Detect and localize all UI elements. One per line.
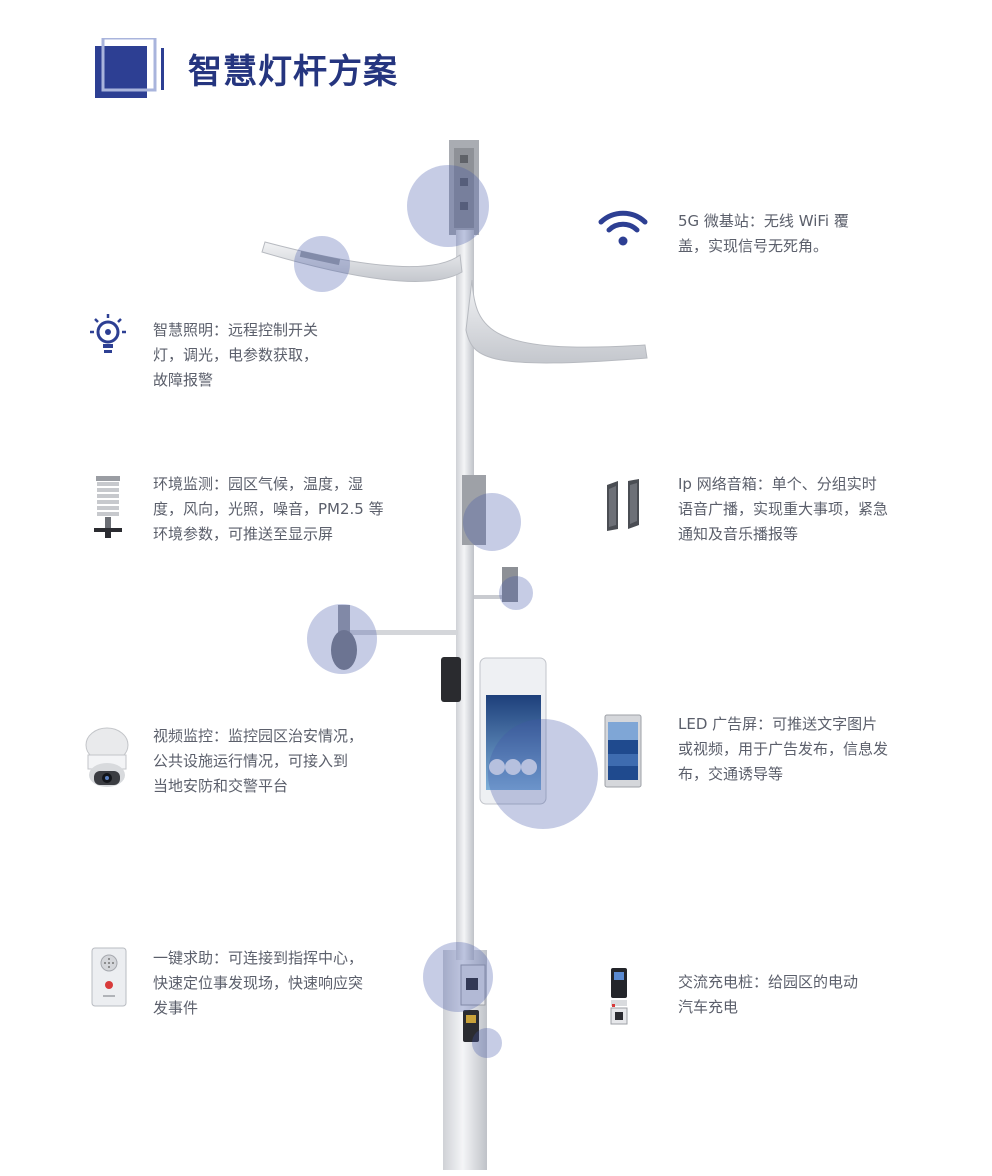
feature-speaker-line: 语音广播，实现重大事项，紧急 xyxy=(678,500,889,518)
feature-led-line: LED 广告屏：可推送文字图片 xyxy=(678,715,878,733)
feature-led-line: 或视频，用于广告发布，信息发 xyxy=(678,740,889,758)
led-screen-icon xyxy=(604,714,642,788)
highlight-environment-sensor xyxy=(499,576,533,610)
feature-charger-line: 汽车充电 xyxy=(678,998,739,1016)
lightbulb-icon xyxy=(90,314,126,353)
feature-video-line: 公共设施运行情况，可接入到 xyxy=(153,752,349,770)
feature-lighting-line: 智慧照明：远程控制开关 xyxy=(153,321,319,339)
smart-pole-illustration xyxy=(261,140,648,1170)
highlight-ip-speaker xyxy=(463,493,521,551)
page-title: 智慧灯杆方案 xyxy=(188,52,398,92)
feature-charger-line: 交流充电桩：给园区的电动 xyxy=(678,973,859,991)
feature-environment-line: 度，风向，光照，噪音，PM2.5 等 xyxy=(153,500,384,518)
highlight-ev-charger xyxy=(472,1028,502,1058)
feature-sos-line: 发事件 xyxy=(153,999,199,1017)
feature-led-line: 布，交通诱导等 xyxy=(678,765,784,783)
feature-sos-line: 一键求助：可连接到指挥中心， xyxy=(153,949,364,967)
feature-lighting-line: 灯，调光，电参数获取， xyxy=(153,346,319,364)
feature-speaker-line: 通知及音乐播报等 xyxy=(678,525,799,543)
sos-intercom-icon xyxy=(91,947,127,1007)
feature-sos-line: 快速定位事发现场，快速响应突 xyxy=(153,974,364,992)
dome-camera-icon xyxy=(85,727,129,787)
ip-speaker-icon xyxy=(607,479,639,531)
feature-wifi-line: 5G 微基站：无线 WiFi 覆 xyxy=(678,212,849,230)
highlight-video-camera xyxy=(307,604,377,674)
feature-video-line: 视频监控：监控园区治安情况， xyxy=(153,727,364,745)
feature-speaker-line: Ip 网络音箱：单个、分组实时 xyxy=(678,475,877,493)
highlight-sos-button xyxy=(423,942,493,1012)
ev-charger-icon xyxy=(610,968,628,1025)
feature-video-line: 当地安防和交警平台 xyxy=(153,777,289,795)
feature-speaker-text: Ip 网络音箱：单个、分组实时 语音广播，实现重大事项，紧急 通知及音乐播报等 xyxy=(678,472,888,547)
title-logo-icon xyxy=(95,38,164,98)
feature-wifi-line: 盖，实现信号无死角。 xyxy=(678,237,829,255)
weather-station-icon xyxy=(94,476,122,538)
feature-charger-text: 交流充电桩：给园区的电动 汽车充电 xyxy=(678,970,858,1020)
wifi-icon xyxy=(598,210,648,246)
feature-video-text: 视频监控：监控园区治安情况， 公共设施运行情况，可接入到 当地安防和交警平台 xyxy=(153,724,363,799)
feature-lighting-text: 智慧照明：远程控制开关 灯，调光，电参数获取， 故障报警 xyxy=(153,318,318,393)
feature-sos-text: 一键求助：可连接到指挥中心， 快速定位事发现场，快速响应突 发事件 xyxy=(153,946,363,1021)
highlight-smart-light xyxy=(294,236,350,292)
feature-environment-line: 环境监测：园区气候，温度，湿 xyxy=(153,475,364,493)
feature-environment-text: 环境监测：园区气候，温度，湿 度，风向，光照，噪音，PM2.5 等 环境参数，可… xyxy=(153,472,384,547)
feature-lighting-line: 故障报警 xyxy=(153,371,214,389)
highlight-5g-station xyxy=(407,165,489,247)
feature-led-text: LED 广告屏：可推送文字图片 或视频，用于广告发布，信息发 布，交通诱导等 xyxy=(678,712,888,787)
highlight-led-screen xyxy=(488,719,598,829)
feature-wifi-text: 5G 微基站：无线 WiFi 覆 盖，实现信号无死角。 xyxy=(678,209,849,259)
feature-environment-line: 环境参数，可推送至显示屏 xyxy=(153,525,334,543)
